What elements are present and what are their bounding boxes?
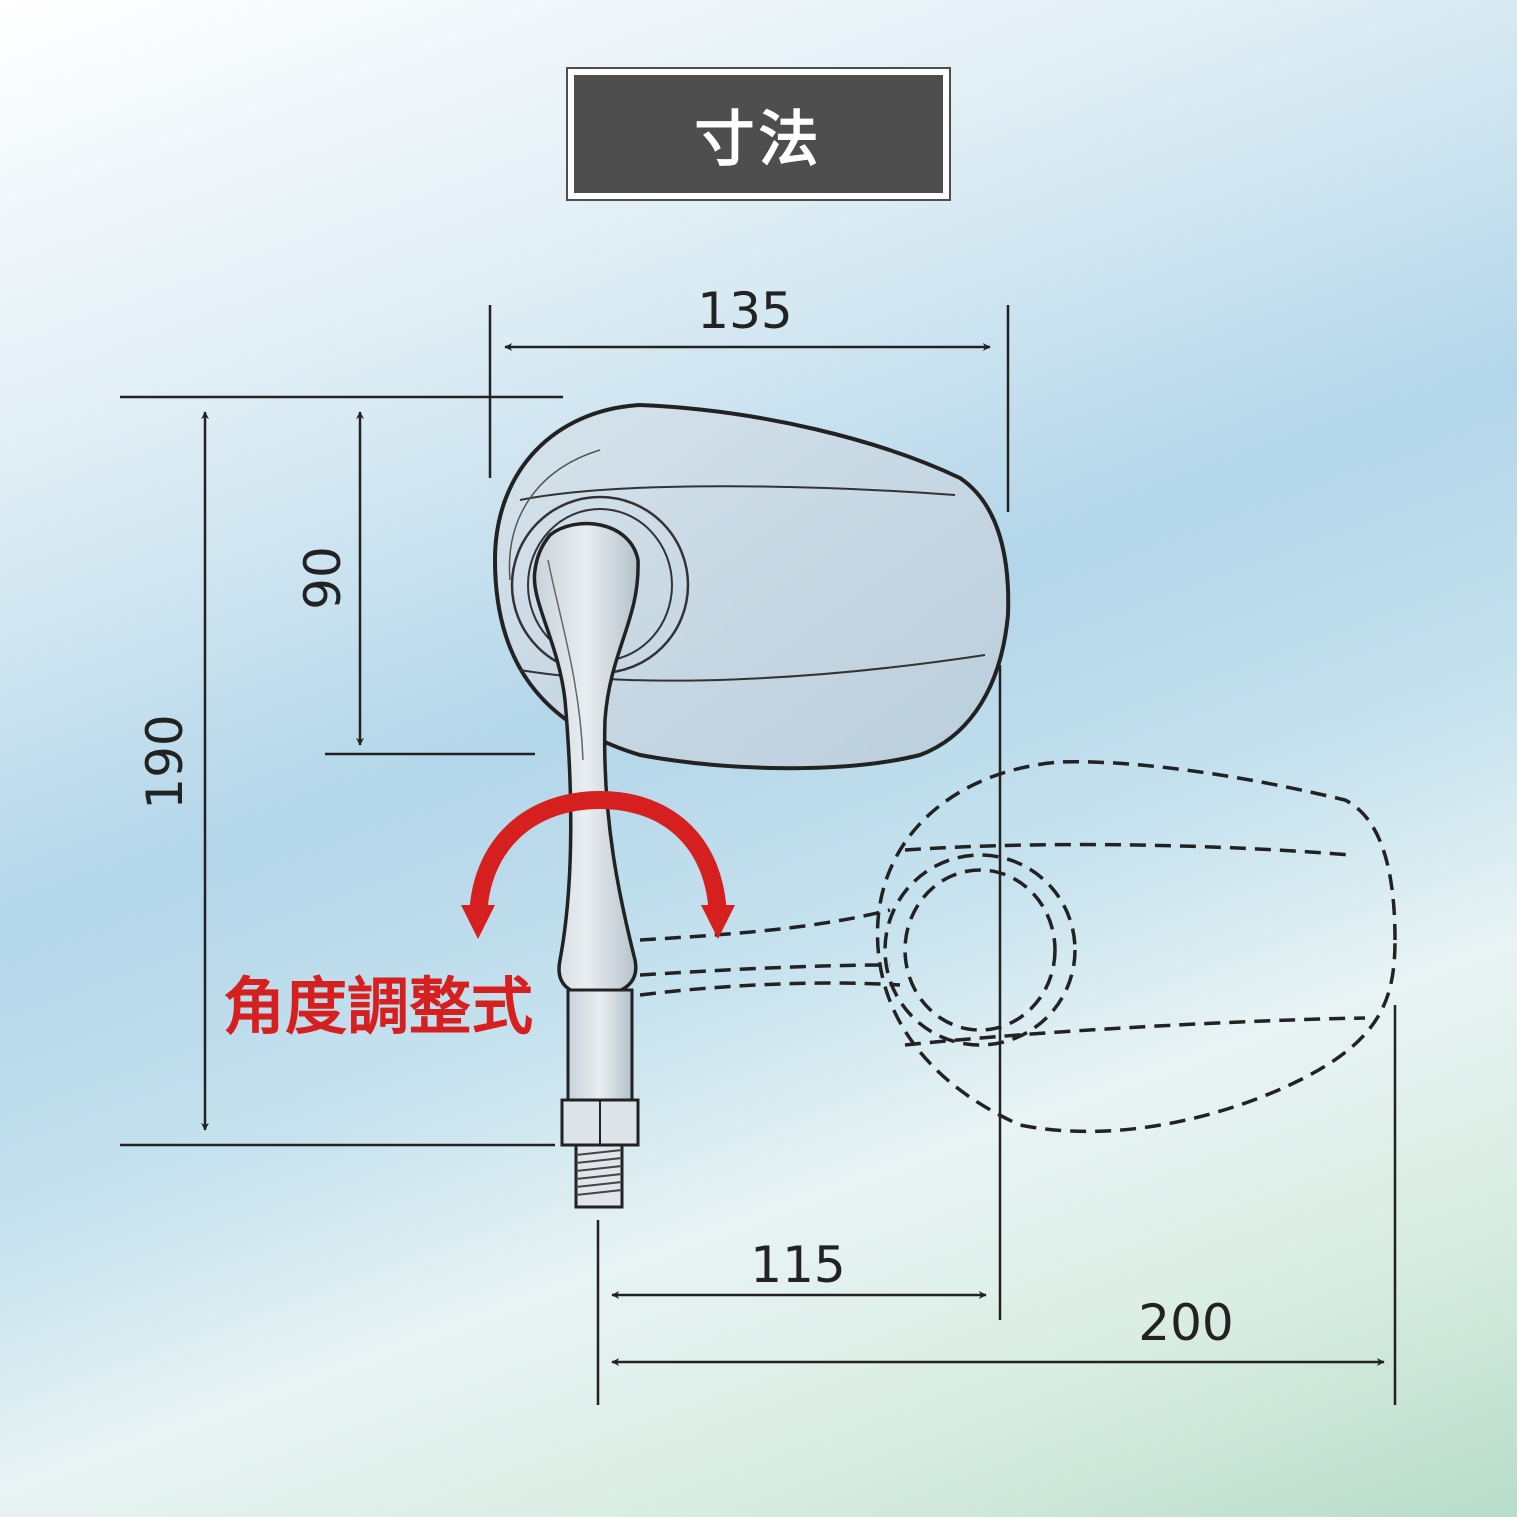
dim-label-200: 200	[1138, 1294, 1233, 1352]
extension-lines	[120, 305, 1397, 1405]
dim-label-90: 90	[294, 546, 352, 610]
rotation-arrow-icon	[461, 790, 735, 939]
page-title: 寸法	[574, 75, 943, 193]
mirror-stem	[532, 521, 640, 1209]
angle-adjustable-label: 角度調整式	[223, 970, 533, 1043]
rotated-mirror-outline	[639, 760, 1397, 1134]
title-frame: 寸法	[566, 67, 951, 201]
dim-label-135: 135	[697, 282, 792, 340]
dim-label-115: 115	[750, 1236, 845, 1294]
dim-label-190: 190	[136, 714, 194, 809]
dimension-arrows	[201, 343, 1385, 1366]
